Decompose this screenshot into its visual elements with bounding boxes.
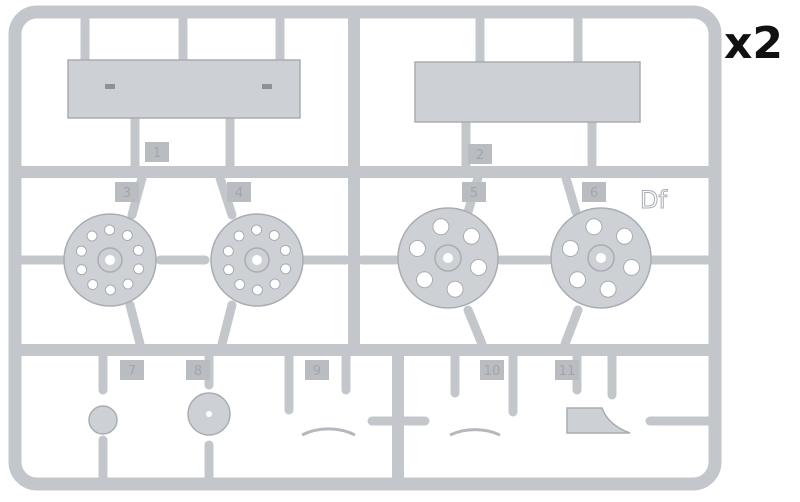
part-number-tag-3: 3: [115, 182, 139, 202]
wheel-part-5: [397, 207, 499, 309]
part-9-arc: [301, 427, 356, 437]
part-number-label: 7: [128, 364, 136, 379]
part-number-label: 11: [559, 364, 576, 379]
part-number-tag-2: 2: [468, 144, 492, 164]
part-number-label: 1: [153, 146, 161, 161]
part-2-panel: [414, 61, 641, 123]
part-number-label: 10: [484, 364, 501, 379]
part-number-label: 6: [590, 186, 598, 201]
wheel-part-3: [63, 213, 157, 307]
part-number-tag-6: 6: [582, 182, 606, 202]
part-number-label: 8: [194, 364, 202, 379]
part-number-label: 4: [235, 186, 243, 201]
part-number-tag-10: 10: [480, 360, 504, 380]
part-number-label: 3: [123, 186, 131, 201]
part-number-tag-8: 8: [186, 360, 210, 380]
part-number-label: 5: [470, 186, 478, 201]
part-number-tag-1: 1: [145, 142, 169, 162]
gates: [17, 15, 713, 483]
wheel-part-4: [210, 213, 304, 307]
part-number-tag-5: 5: [462, 182, 486, 202]
part-number-tag-11: 11: [555, 360, 579, 380]
wheel-part-6: [550, 207, 652, 309]
part-number-tag-4: 4: [227, 182, 251, 202]
part-11: [566, 407, 631, 434]
part-10-arc: [449, 428, 501, 437]
part-number-label: 2: [476, 148, 484, 163]
part-number-tags: 1 2 3 4 5 6 7 8 9 10 11: [115, 142, 606, 380]
part-number-tag-7: 7: [120, 360, 144, 380]
sprue-code: Df: [640, 186, 667, 214]
sprue-frame: [8, 5, 722, 491]
part-7: [88, 405, 118, 435]
part-number-tag-9: 9: [305, 360, 329, 380]
part-number-label: 9: [313, 364, 321, 379]
quantity-multiplier: x2: [724, 18, 783, 69]
